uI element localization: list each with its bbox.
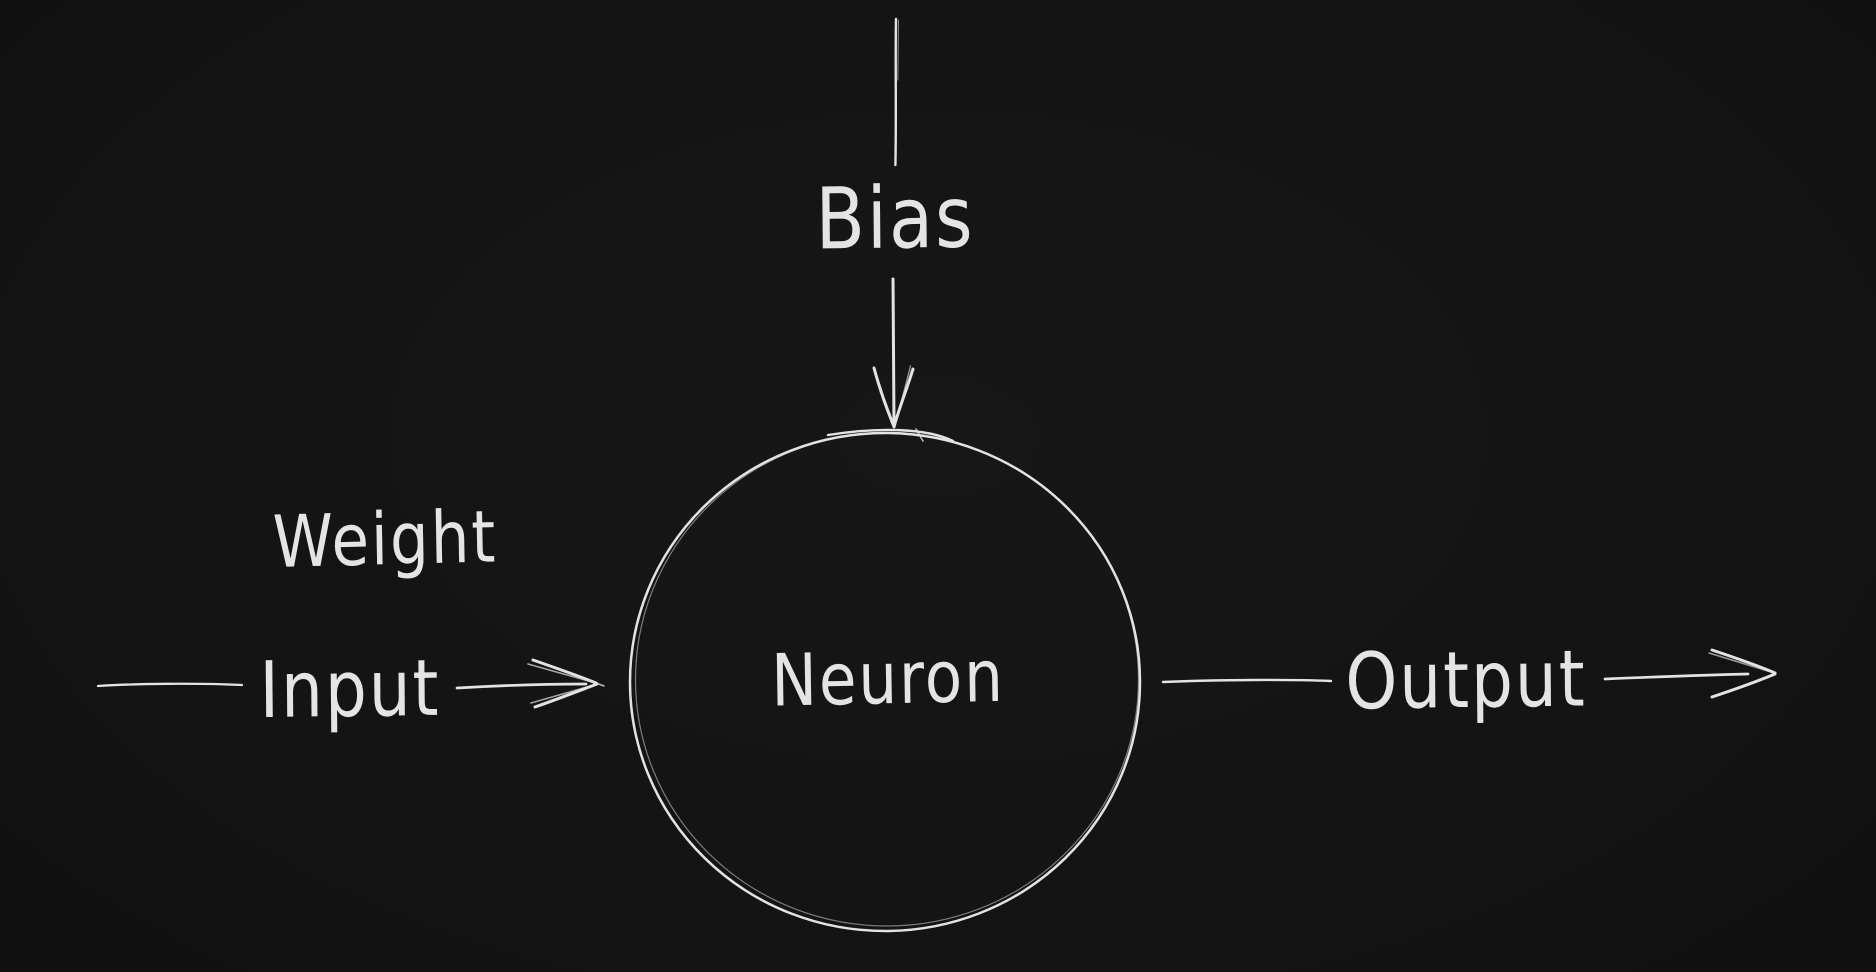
neuron-circle xyxy=(628,428,1142,933)
input-arrowhead-top-wing xyxy=(531,658,598,685)
neuron-circle-top-overlap xyxy=(826,428,955,443)
bias-label: Bias xyxy=(815,167,975,269)
neuron-node-label: Neuron xyxy=(770,634,1006,724)
input-arrow-shaft xyxy=(455,682,588,690)
bias-arrowhead-sketch xyxy=(894,365,912,427)
input-label: Input xyxy=(259,642,441,736)
output-line-left xyxy=(1161,678,1333,684)
input-arrowhead-tip-overshoot xyxy=(595,682,605,687)
input-arrow xyxy=(96,658,605,709)
bias-arrow xyxy=(872,17,915,429)
neuron-circle-sketch-pass xyxy=(634,432,1140,927)
input-line-left xyxy=(96,682,244,688)
output-arrowhead-sketch xyxy=(1708,652,1772,673)
output-arrow xyxy=(1161,648,1777,699)
input-arrowhead-sketch-bottom xyxy=(530,684,595,704)
bias-line-top xyxy=(894,17,898,167)
bias-arrowhead-left-wing xyxy=(872,366,896,428)
bias-line-top-sketch xyxy=(897,19,900,81)
weight-label: Weight xyxy=(272,495,498,585)
output-label: Output xyxy=(1344,633,1588,728)
input-arrowhead-sketch-top xyxy=(527,663,593,683)
bias-arrow-shaft xyxy=(891,277,896,426)
output-arrow-shaft xyxy=(1603,672,1750,681)
neuron-circle-stroke-tick xyxy=(915,428,924,442)
output-arrowhead-bottom-wing xyxy=(1710,672,1777,699)
